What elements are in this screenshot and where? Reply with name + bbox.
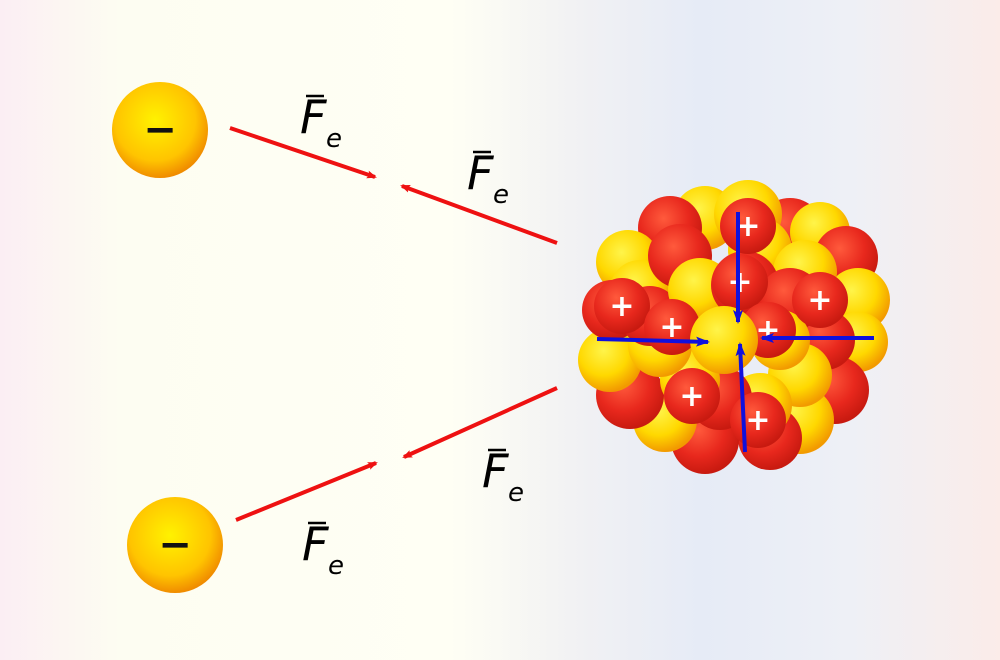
proton (792, 272, 848, 328)
nuclear-force-arrow-bottom (735, 342, 747, 453)
electric-force-arrow-nucleus-top (400, 184, 558, 245)
force-subscript: e (328, 551, 344, 581)
nuclear-force-arrow-left (596, 336, 710, 347)
force-subscript: e (326, 124, 342, 154)
neutron (578, 328, 642, 392)
proton (720, 198, 776, 254)
force-label-1: F e (300, 90, 342, 154)
electron-bottom-body (127, 497, 223, 593)
force-symbol: F (467, 146, 494, 200)
proton-plus-sign: + (745, 403, 770, 438)
force-subscript: e (508, 478, 524, 508)
force-label-3: F e (482, 444, 524, 508)
proton-plus-sign: + (609, 289, 634, 324)
electric-force-arrow-nucleus-bottom (402, 386, 558, 459)
electron-top-sign: − (143, 107, 177, 153)
electron-top: − (112, 82, 208, 178)
force-label-2: F e (467, 146, 509, 210)
proton-plus-sign: + (679, 379, 704, 414)
electric-force-arrow-electron-bottom (235, 461, 378, 522)
electron-top-body (112, 82, 208, 178)
electric-force-arrow-electron-top (229, 126, 377, 179)
electron-bottom: − (127, 497, 223, 593)
proton-plus-sign: + (807, 283, 832, 318)
proton-plus-sign: + (755, 313, 780, 348)
force-symbol: F (302, 517, 329, 571)
force-symbol: F (482, 444, 509, 498)
proton (664, 368, 720, 424)
force-symbol: F (300, 90, 327, 144)
force-subscript: e (493, 180, 509, 210)
force-label-4: F e (302, 517, 344, 581)
electron-bottom-sign: − (158, 522, 192, 568)
nucleus: ++++++++ (578, 180, 890, 474)
proton (594, 278, 650, 334)
